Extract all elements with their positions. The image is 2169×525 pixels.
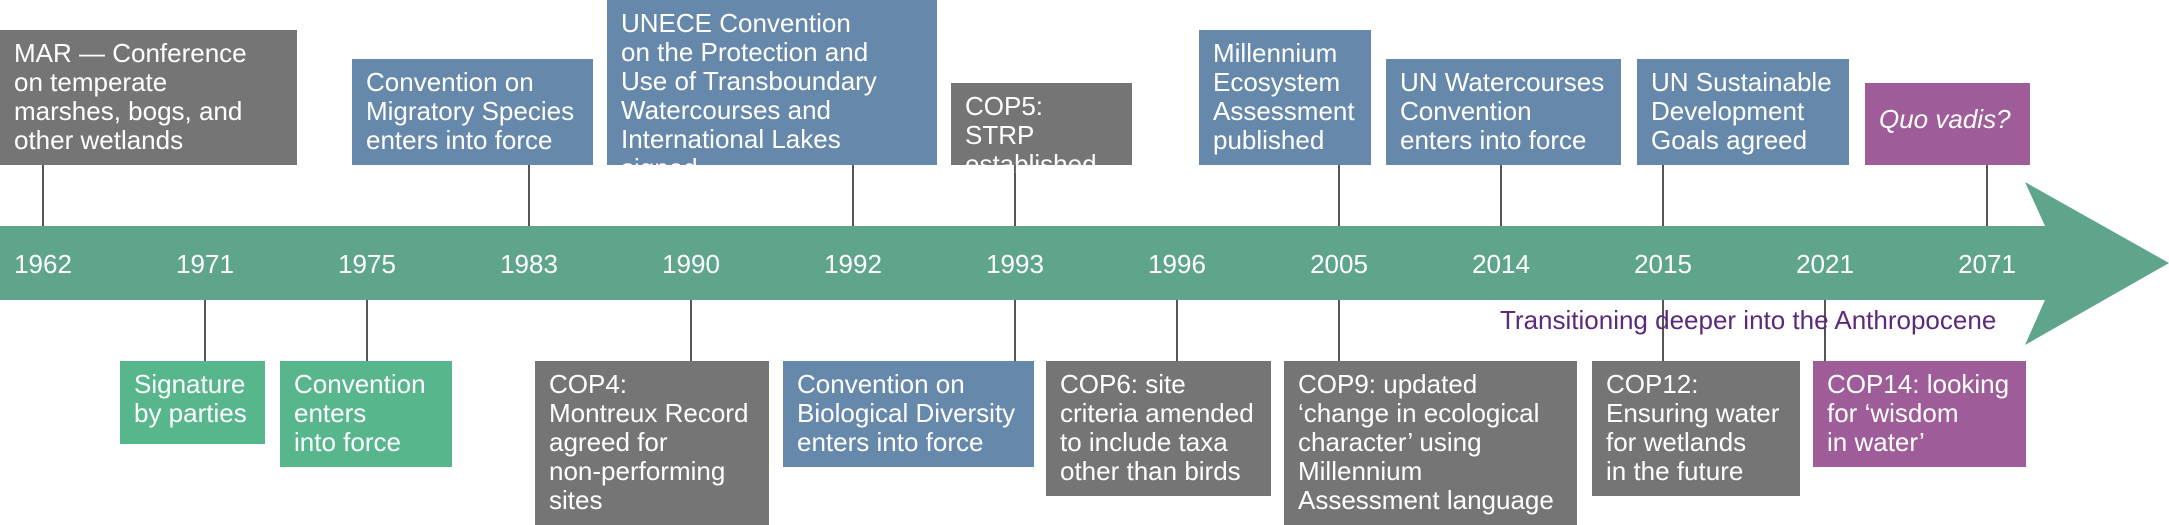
event-box-1962-mar-conference: MAR — Conference on temperate marshes, b… (0, 30, 297, 165)
year-label: 1962 (14, 249, 72, 279)
event-text: COP6: site criteria amended to include t… (1060, 369, 1254, 486)
event-box-1993-biological-diversity: Convention on Biological Diversity enter… (783, 361, 1034, 467)
event-text: Convention on Migratory Species enters i… (366, 67, 575, 155)
event-text: COP9: updated ‘change in ecological char… (1298, 369, 1554, 515)
event-box-1996-cop6: COP6: site criteria amended to include t… (1046, 361, 1271, 496)
connector-line (528, 165, 530, 226)
event-text: COP14: looking for ‘wisdom in water’ (1827, 369, 2010, 457)
connector-line (1662, 300, 1664, 361)
timeline-arrow-shape (0, 182, 2169, 345)
year-label: 1983 (500, 249, 558, 279)
event-box-1990-cop4: COP4: Montreux Record agreed for non-per… (535, 361, 769, 525)
anthropocene-tagline: Transitioning deeper into the Anthropoce… (1500, 305, 1997, 335)
connector-line (1014, 300, 1016, 361)
event-box-2005-millennium-assessment: Millennium Ecosystem Assessment publishe… (1199, 30, 1371, 165)
event-text: MAR — Conference on temperate marshes, b… (14, 38, 247, 155)
event-box-2071-quo-vadis: Quo vadis? (1865, 83, 2030, 165)
event-box-2015-cop12: COP12: Ensuring water for wetlands in th… (1592, 361, 1800, 496)
year-label: 2021 (1796, 249, 1854, 279)
event-box-1971-signature: Signature by parties (120, 361, 265, 444)
event-text: Convention enters into force (294, 369, 426, 457)
connector-line (1338, 165, 1340, 226)
event-text: COP5: STRP established (965, 91, 1097, 179)
event-box-1993-cop5: COP5: STRP established (951, 83, 1132, 179)
event-text: UNECE Convention on the Protection and U… (621, 8, 877, 183)
connector-line (1662, 165, 1664, 226)
connector-line (204, 300, 206, 361)
event-box-1975-convention-in-force: Convention enters into force (280, 361, 452, 467)
year-label: 1992 (824, 249, 882, 279)
event-text: Millennium Ecosystem Assessment publishe… (1213, 38, 1355, 155)
event-text: Convention on Biological Diversity enter… (797, 369, 1016, 457)
event-box-2014-un-watercourses: UN Watercourses Convention enters into f… (1386, 59, 1621, 165)
connector-line (690, 300, 692, 361)
year-label: 1990 (662, 249, 720, 279)
connector-line (1176, 300, 1178, 361)
connector-line (1824, 300, 1826, 361)
event-text: COP4: Montreux Record agreed for non-per… (549, 369, 749, 515)
year-label: 2005 (1310, 249, 1368, 279)
event-text: Signature by parties (134, 369, 247, 428)
year-label: 1996 (1148, 249, 1206, 279)
event-text: COP12: Ensuring water for wetlands in th… (1606, 369, 1780, 486)
event-box-2015-sdgs: UN Sustainable Development Goals agreed (1637, 59, 1849, 165)
connector-line (852, 165, 854, 226)
event-box-2021-cop14: COP14: looking for ‘wisdom in water’ (1813, 361, 2026, 467)
connector-line (1338, 300, 1340, 361)
year-label: 1975 (338, 249, 396, 279)
connector-line (1986, 165, 1988, 226)
year-label: 2071 (1958, 249, 2016, 279)
event-text: UN Sustainable Development Goals agreed (1651, 67, 1832, 155)
year-label: 1993 (986, 249, 1044, 279)
year-label: 2015 (1634, 249, 1692, 279)
event-text: Quo vadis? (1879, 104, 2011, 134)
event-box-2005-cop9: COP9: updated ‘change in ecological char… (1284, 361, 1577, 525)
connector-line (1014, 165, 1016, 226)
connector-line (1500, 165, 1502, 226)
event-box-1983-migratory-species: Convention on Migratory Species enters i… (352, 59, 593, 165)
connector-line (42, 165, 44, 226)
event-box-1992-unece-convention: UNECE Convention on the Protection and U… (607, 0, 937, 183)
year-label: 1971 (176, 249, 234, 279)
year-label: 2014 (1472, 249, 1530, 279)
connector-line (366, 300, 368, 361)
event-text: UN Watercourses Convention enters into f… (1400, 67, 1605, 155)
